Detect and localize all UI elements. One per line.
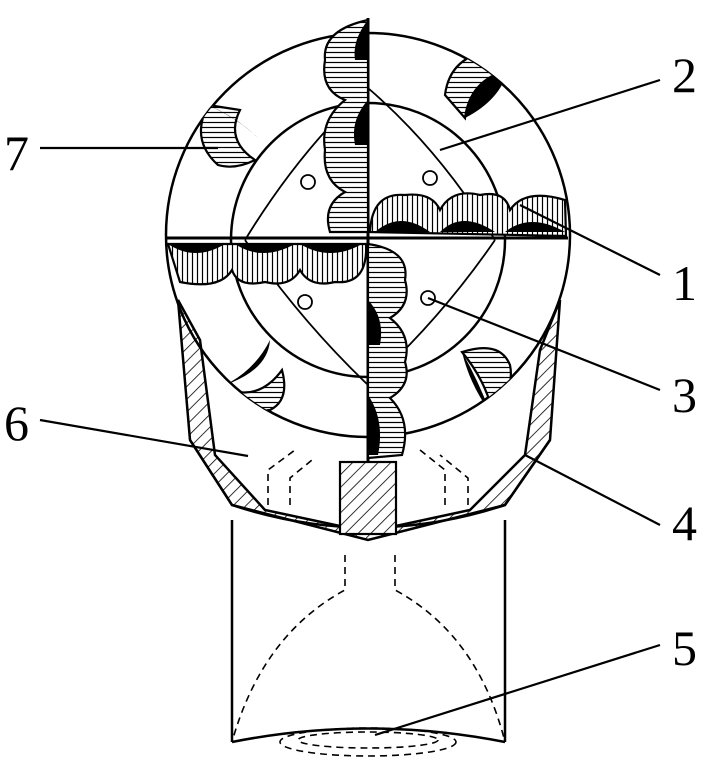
label-4: 4 [672,495,697,551]
label-3: 3 [672,367,697,423]
hatched-shell [176,299,562,542]
label-2: 2 [672,47,697,103]
cutter-row-left [166,242,368,286]
nozzle-channels [267,449,469,505]
label-1: 1 [672,255,697,311]
nozzle-holes [297,170,438,310]
cutter-row-top [323,18,370,234]
label-7: 7 [4,125,29,181]
flow-channel [231,555,506,757]
cutter-row-right [368,192,568,238]
part-labels: 2 1 3 4 5 6 7 [4,47,697,676]
label-5: 5 [672,620,697,676]
bit-shank [230,520,507,744]
cutter-row-bottom [366,242,408,460]
leader-lines [39,78,661,737]
label-6: 6 [4,395,29,451]
